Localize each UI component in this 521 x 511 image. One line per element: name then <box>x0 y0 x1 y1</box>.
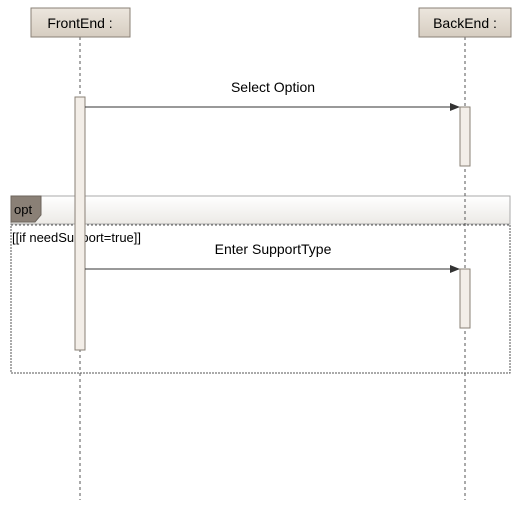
opt-operator-tab <box>10 195 42 223</box>
message-enter-supporttype[interactable]: Enter SupportType <box>85 241 460 273</box>
opt-fragment: opt [[if needSupport=true]] <box>10 195 511 374</box>
frontend-activation-bar[interactable] <box>74 96 86 351</box>
frontend-lifeline-header[interactable] <box>30 7 131 38</box>
backend-lifeline[interactable]: BackEnd : <box>418 7 512 38</box>
backend-lifeline-header[interactable] <box>418 7 512 38</box>
message-select-option-label: Select Option <box>231 79 315 95</box>
frontend-lifeline-label: FrontEnd : <box>47 15 112 31</box>
frontend-lifeline[interactable]: FrontEnd : <box>30 7 131 38</box>
backend-lifeline-label: BackEnd : <box>433 15 497 31</box>
opt-fragment-header <box>10 195 511 225</box>
message-enter-supporttype-label: Enter SupportType <box>215 241 332 257</box>
backend-activation-bar-2[interactable] <box>459 268 471 329</box>
backend-activation-bar-1[interactable] <box>459 106 471 167</box>
message-select-option[interactable]: Select Option <box>85 79 460 111</box>
opt-operator-label: opt <box>14 202 32 217</box>
